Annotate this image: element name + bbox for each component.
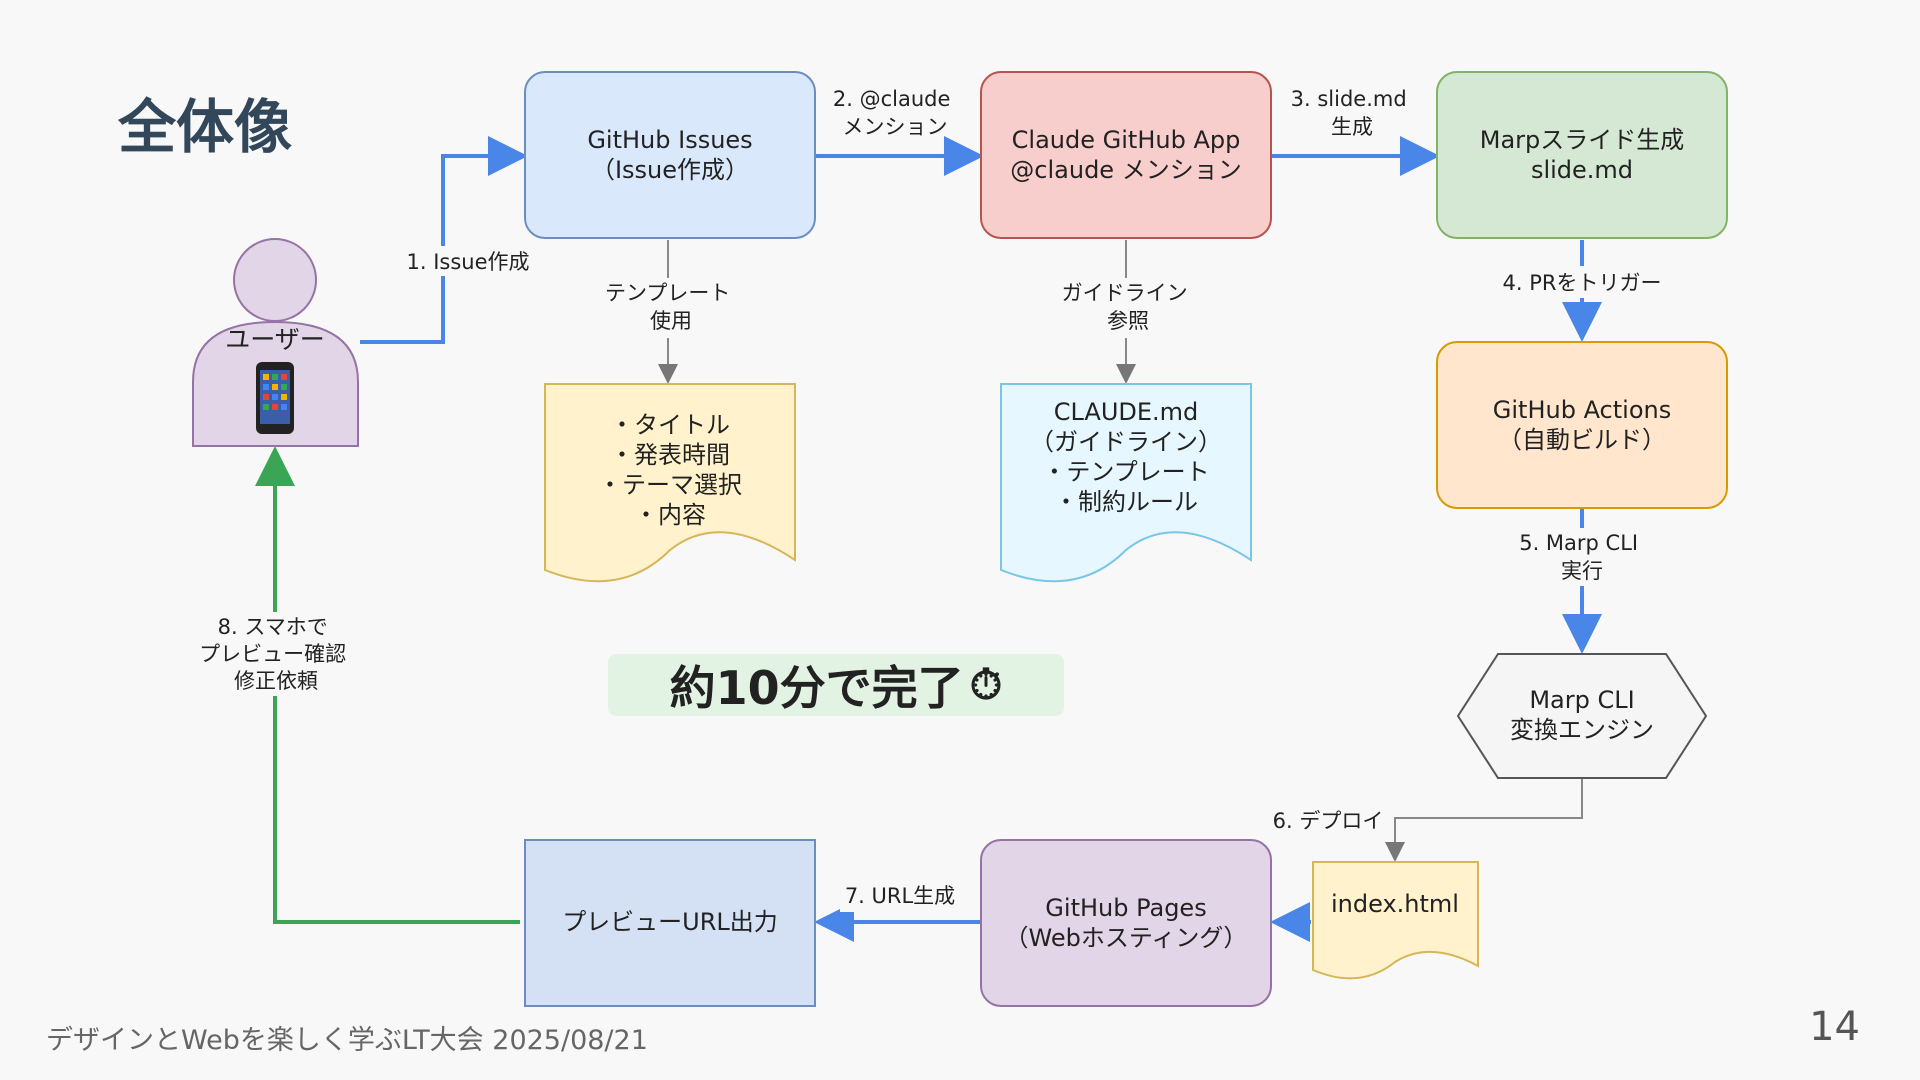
edge-labels: 1. Issue作成 2. @claude メンション 3. slide.md … (196, 87, 1678, 912)
svg-text:・発表時間: ・発表時間 (610, 441, 730, 469)
svg-text:GitHub Actions: GitHub Actions (1493, 396, 1671, 424)
svg-text:GitHub Pages: GitHub Pages (1045, 894, 1206, 922)
node-claude-github-app: Claude GitHub App @claude メンション (980, 71, 1272, 239)
slide-footer: デザインとWebを楽しく学ぶLT大会 2025/08/21 (46, 1025, 648, 1056)
svg-text:プレビューURL出力: プレビューURL出力 (562, 908, 778, 936)
user-actor: ユーザー (192, 238, 359, 447)
node-github-actions: GitHub Actions （自動ビルド） (1436, 341, 1728, 509)
svg-text:・テーマ選択: ・テーマ選択 (598, 471, 742, 499)
guideline-ref-label: ガイドライン 参照 (1062, 281, 1195, 333)
stopwatch-icon: ⏱ (969, 660, 1003, 709)
svg-text:・タイトル: ・タイトル (610, 411, 730, 439)
edge-3-label: 3. slide.md 生成 (1291, 87, 1414, 139)
node-marp-cli: Marp CLI 変換エンジン (1456, 653, 1708, 779)
edge-7-label: 7. URL生成 (845, 884, 955, 908)
node-template-document: ・タイトル ・発表時間 ・テーマ選択 ・内容 (544, 383, 796, 583)
node-claude-md-document: CLAUDE.md （ガイドライン） ・テンプレート ・制約ルール (1000, 383, 1252, 583)
edge-4-label: 4. PRをトリガー (1503, 271, 1662, 295)
template-use-label: テンプレート 使用 (605, 281, 737, 333)
svg-text:index.html: index.html (1331, 890, 1459, 918)
edge-8-label: 8. スマホで プレビュー確認 修正依頼 (199, 615, 353, 693)
node-github-pages: GitHub Pages （Webホスティング） (980, 839, 1272, 1007)
edge-2-label: 2. @claude メンション (833, 87, 957, 139)
edge-6-label: 6. デプロイ (1273, 809, 1384, 833)
edge-8-preview-to-user (273, 700, 520, 924)
callout-text: 約10分で完了 (669, 661, 964, 715)
user-label: ユーザー (225, 325, 325, 354)
svg-text:（Issue作成）: （Issue作成） (591, 156, 749, 184)
svg-text:GitHub Issues: GitHub Issues (587, 126, 752, 154)
svg-text:CLAUDE.md: CLAUDE.md (1054, 398, 1199, 426)
svg-text:（Webホスティング）: （Webホスティング） (1005, 924, 1248, 952)
svg-text:Claude GitHub App: Claude GitHub App (1012, 126, 1241, 154)
edge-5-label: 5. Marp CLI 実行 (1519, 531, 1645, 583)
node-preview-url: プレビューURL出力 (524, 839, 816, 1007)
edge-6-cli-to-index (1385, 778, 1583, 862)
svg-text:・テンプレート: ・テンプレート (1042, 458, 1209, 486)
svg-text:・内容: ・内容 (634, 501, 706, 529)
nodes: ユーザー GitHub Issues （Issue (192, 71, 1728, 1007)
mobile-phone-icon (256, 362, 294, 434)
svg-text:変換エンジン: 変換エンジン (1510, 716, 1654, 744)
svg-text:@claude メンション: @claude メンション (1010, 156, 1241, 184)
svg-text:（自動ビルド）: （自動ビルド） (1498, 426, 1666, 454)
svg-text:Marpスライド生成: Marpスライド生成 (1480, 126, 1685, 154)
svg-text:・制約ルール: ・制約ルール (1054, 488, 1198, 516)
user-head (233, 238, 317, 322)
svg-text:（ガイドライン）: （ガイドライン） (1030, 428, 1222, 456)
svg-text:Marp CLI: Marp CLI (1529, 686, 1634, 714)
slide-title: 全体像 (118, 93, 293, 161)
svg-text:slide.md: slide.md (1531, 156, 1633, 184)
page-number: 14 (1809, 1004, 1860, 1050)
completion-callout: 約10分で完了 ⏱ (608, 654, 1064, 716)
edge-1-label: 1. Issue作成 (406, 250, 529, 274)
node-index-html: index.html (1312, 861, 1479, 980)
node-marp-slide: Marpスライド生成 slide.md (1436, 71, 1728, 239)
node-github-issues: GitHub Issues （Issue作成） (524, 71, 816, 239)
